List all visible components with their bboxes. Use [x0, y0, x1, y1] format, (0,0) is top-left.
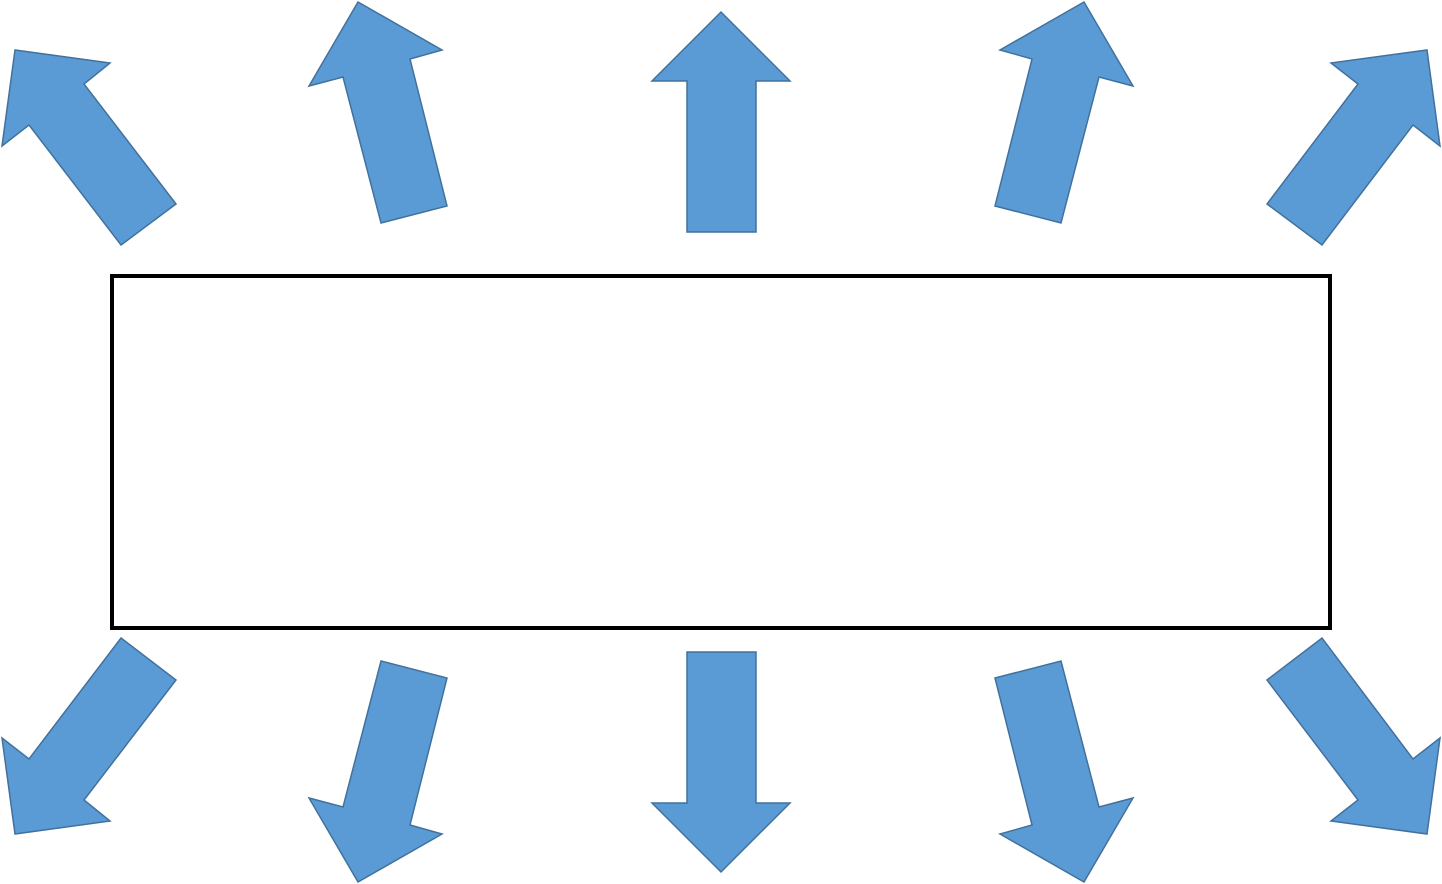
arrow-up-left-inner: [307, 0, 448, 224]
arrow-down-right-outer: [1265, 636, 1441, 835]
arrow-up-right-inner: [994, 0, 1135, 224]
arrow-down-left-outer: [1, 636, 178, 835]
arrow-up-left-outer: [1, 49, 178, 247]
arrow-down-right-inner: [994, 660, 1135, 884]
arrow-down-left-inner: [307, 660, 448, 884]
arrow-down: [650, 651, 792, 874]
center-box: [110, 274, 1332, 630]
arrow-up: [650, 10, 792, 233]
arrow-up-right-outer: [1265, 49, 1441, 247]
